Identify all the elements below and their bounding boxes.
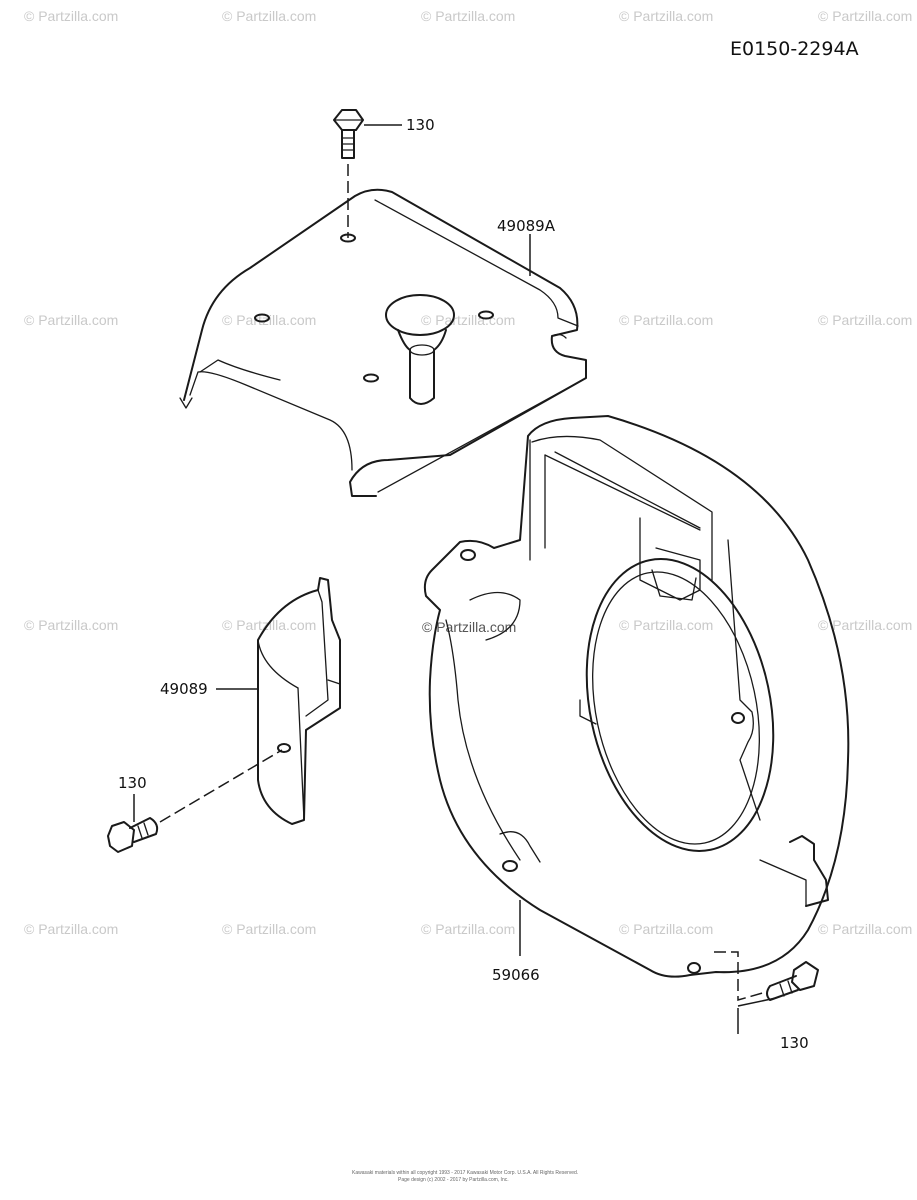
callout-bolt-top: 130 [406, 116, 435, 134]
watermark: © Partzilla.com [24, 921, 118, 937]
footer-design: Page design (c) 2002 - 2017 by Partzilla… [398, 1177, 509, 1183]
watermark: © Partzilla.com [619, 617, 713, 633]
watermark: © Partzilla.com [222, 617, 316, 633]
watermark: © Partzilla.com [222, 8, 316, 24]
watermark: © Partzilla.com [421, 312, 515, 328]
watermark-grid: © Partzilla.com © Partzilla.com © Partzi… [24, 8, 912, 937]
top-cover-drawing [179, 188, 587, 497]
watermark: © Partzilla.com [818, 8, 912, 24]
watermark: © Partzilla.com [421, 8, 515, 24]
watermark: © Partzilla.com [24, 617, 118, 633]
watermark: © Partzilla.com [619, 921, 713, 937]
center-watermark: © Partzilla.com [422, 619, 516, 635]
callout-bolt-right: 130 [780, 1034, 809, 1052]
bolt-right-drawing [766, 961, 819, 1001]
watermark: © Partzilla.com [818, 921, 912, 937]
watermark: © Partzilla.com [24, 8, 118, 24]
leader-bolt-right-tip [737, 997, 777, 1007]
bolt-left-drawing [107, 817, 159, 853]
assembly-line-left [159, 749, 283, 823]
watermark: © Partzilla.com [818, 617, 912, 633]
watermark: © Partzilla.com [619, 8, 713, 24]
callout-bolt-left: 130 [118, 774, 147, 792]
callout-cover-top: 49089A [497, 217, 556, 235]
callout-fan-housing: 59066 [492, 966, 540, 984]
callout-cover-side: 49089 [160, 680, 208, 698]
watermark: © Partzilla.com [24, 312, 118, 328]
watermark: © Partzilla.com [421, 921, 515, 937]
watermark: © Partzilla.com [818, 312, 912, 328]
side-cover-drawing [257, 577, 341, 825]
fan-housing-drawing [423, 415, 850, 978]
assembly-line-right [714, 951, 767, 1001]
watermark: © Partzilla.com [222, 921, 316, 937]
bolt-top-drawing [333, 109, 364, 159]
watermark: © Partzilla.com [619, 312, 713, 328]
diagram-id: E0150-2294A [730, 38, 859, 60]
footer-copyright: Kawasaki materials within all copyright … [352, 1170, 578, 1176]
